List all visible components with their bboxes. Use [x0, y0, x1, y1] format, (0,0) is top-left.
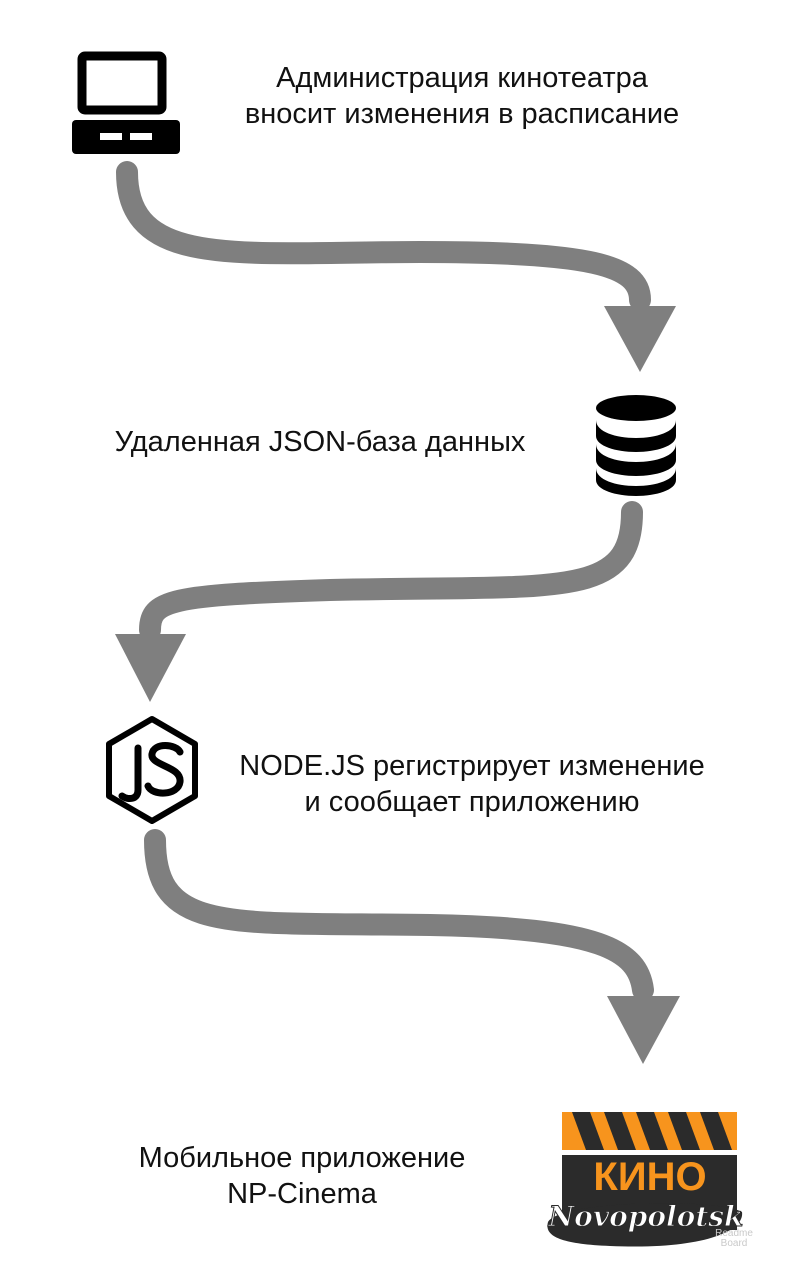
step-4-line-2: NP-Cinema	[227, 1178, 377, 1210]
connector-3	[144, 829, 654, 1001]
step-3-label: NODE.JS регистрирует изменение и сообщае…	[222, 748, 722, 820]
logo-title: КИНО	[593, 1155, 706, 1199]
step-2-label: Удаленная JSON-база данных	[60, 424, 580, 460]
arrowhead-1	[604, 306, 676, 372]
step-3-line-1: NODE.JS регистрирует изменение	[239, 750, 705, 782]
arrowhead-3	[607, 996, 680, 1064]
watermark-line-2: Board	[720, 1238, 748, 1249]
watermark: Readme Board	[704, 1229, 764, 1249]
step-4-label: Мобильное приложение NP-Cinema	[92, 1140, 512, 1212]
watermark-line-1: Readme	[715, 1228, 753, 1239]
step-3-line-2: и сообщает приложению	[304, 786, 640, 818]
step-4-line-1: Мобильное приложение	[138, 1142, 466, 1174]
kino-novopolotsk-logo: КИНО Novopolotsk	[547, 1112, 744, 1247]
arrowhead-2	[115, 634, 186, 702]
computer-icon	[72, 51, 180, 154]
step-1-line-2: вносит изменения в расписание	[244, 98, 680, 130]
step-1-label: Администрация кинотеатра вносит изменени…	[212, 60, 712, 132]
step-2-line-1: Удаленная JSON-база данных	[114, 426, 526, 458]
connector-1	[116, 161, 651, 311]
nodejs-icon	[106, 716, 198, 824]
connector-2	[139, 501, 643, 641]
step-1-line-1: Администрация кинотеатра	[276, 62, 648, 94]
database-icon	[596, 395, 676, 496]
logo-subtitle: Novopolotsk	[548, 1200, 744, 1233]
